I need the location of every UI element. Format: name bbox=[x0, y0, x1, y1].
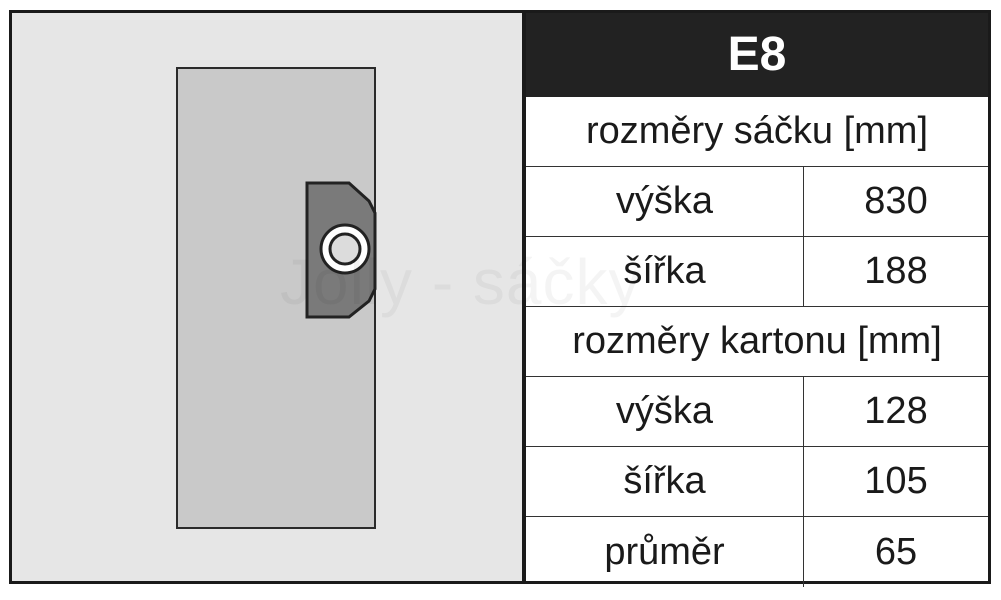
section-header-label: rozměry kartonu [mm] bbox=[572, 320, 942, 362]
table-row: výška 128 bbox=[526, 377, 988, 447]
row-label: šířka bbox=[526, 237, 804, 306]
product-card: Jolly - sáčky E8 rozměry sáčku [mm] výšk… bbox=[9, 10, 991, 587]
row-value: 105 bbox=[864, 460, 928, 502]
row-value: 188 bbox=[864, 250, 928, 292]
spec-table: E8 rozměry sáčku [mm] výška 830 šířka 18… bbox=[526, 13, 988, 587]
row-value: 830 bbox=[864, 180, 928, 222]
table-row: šířka 105 bbox=[526, 447, 988, 517]
panel-divider bbox=[522, 13, 526, 581]
table-row: výška 830 bbox=[526, 167, 988, 237]
product-code-title: E8 bbox=[526, 13, 988, 97]
row-value: 128 bbox=[864, 390, 928, 432]
row-label: průměr bbox=[526, 517, 804, 587]
table-row: šířka 188 bbox=[526, 237, 988, 307]
section-header-carton: rozměry kartonu [mm] bbox=[526, 307, 988, 377]
bag-illustration-panel: Jolly - sáčky bbox=[12, 13, 641, 581]
table-row: průměr 65 bbox=[526, 517, 988, 587]
row-label: šířka bbox=[526, 447, 804, 516]
bag-collar-flange bbox=[305, 181, 377, 319]
section-header-label: rozměry sáčku [mm] bbox=[585, 110, 929, 152]
section-header-bag: rozměry sáčku [mm] bbox=[526, 97, 988, 167]
row-value: 65 bbox=[874, 530, 918, 573]
row-label: výška bbox=[526, 167, 804, 236]
row-label: výška bbox=[526, 377, 804, 446]
